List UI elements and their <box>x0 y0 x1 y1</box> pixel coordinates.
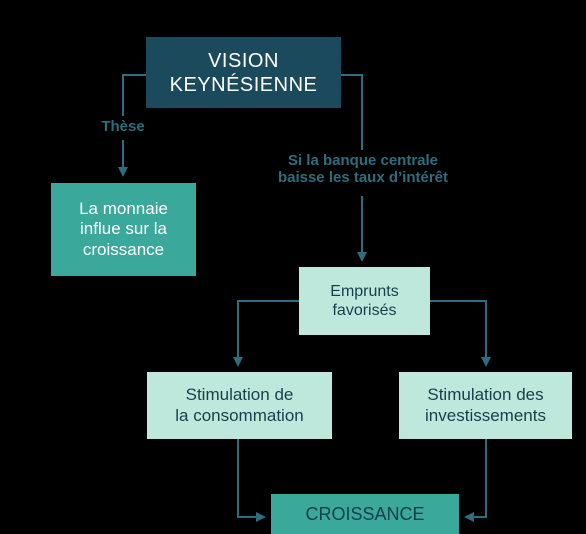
edge-vision-to-monnaie <box>122 74 146 116</box>
edge-emprunts-to-investissements <box>430 300 491 367</box>
node-monnaie-influe: La monnaie influe sur la croissance <box>51 183 196 276</box>
edge-investissements-to-croissance <box>464 439 487 522</box>
node-croissance: CROISSANCE <box>271 494 459 534</box>
node-vision-keynesienne: VISION KEYNÉSIENNE <box>146 37 341 108</box>
edge-label-these: Thèse <box>101 118 145 135</box>
node-stimulation-investissements: Stimulation des investissements <box>399 372 572 439</box>
node-emprunts-favorises: Emprunts favorisés <box>299 267 430 335</box>
diagram-connectors <box>118 74 491 522</box>
edge-emprunts-to-consommation <box>233 300 299 367</box>
edge-consommation-to-croissance <box>237 439 266 522</box>
node-stimulation-consommation: Stimulation de la consommation <box>147 372 332 439</box>
edge-label-banque-centrale: Si la banque centrale baisse les taux d’… <box>277 152 449 187</box>
edge-vision-to-emprunts-top <box>341 74 363 150</box>
